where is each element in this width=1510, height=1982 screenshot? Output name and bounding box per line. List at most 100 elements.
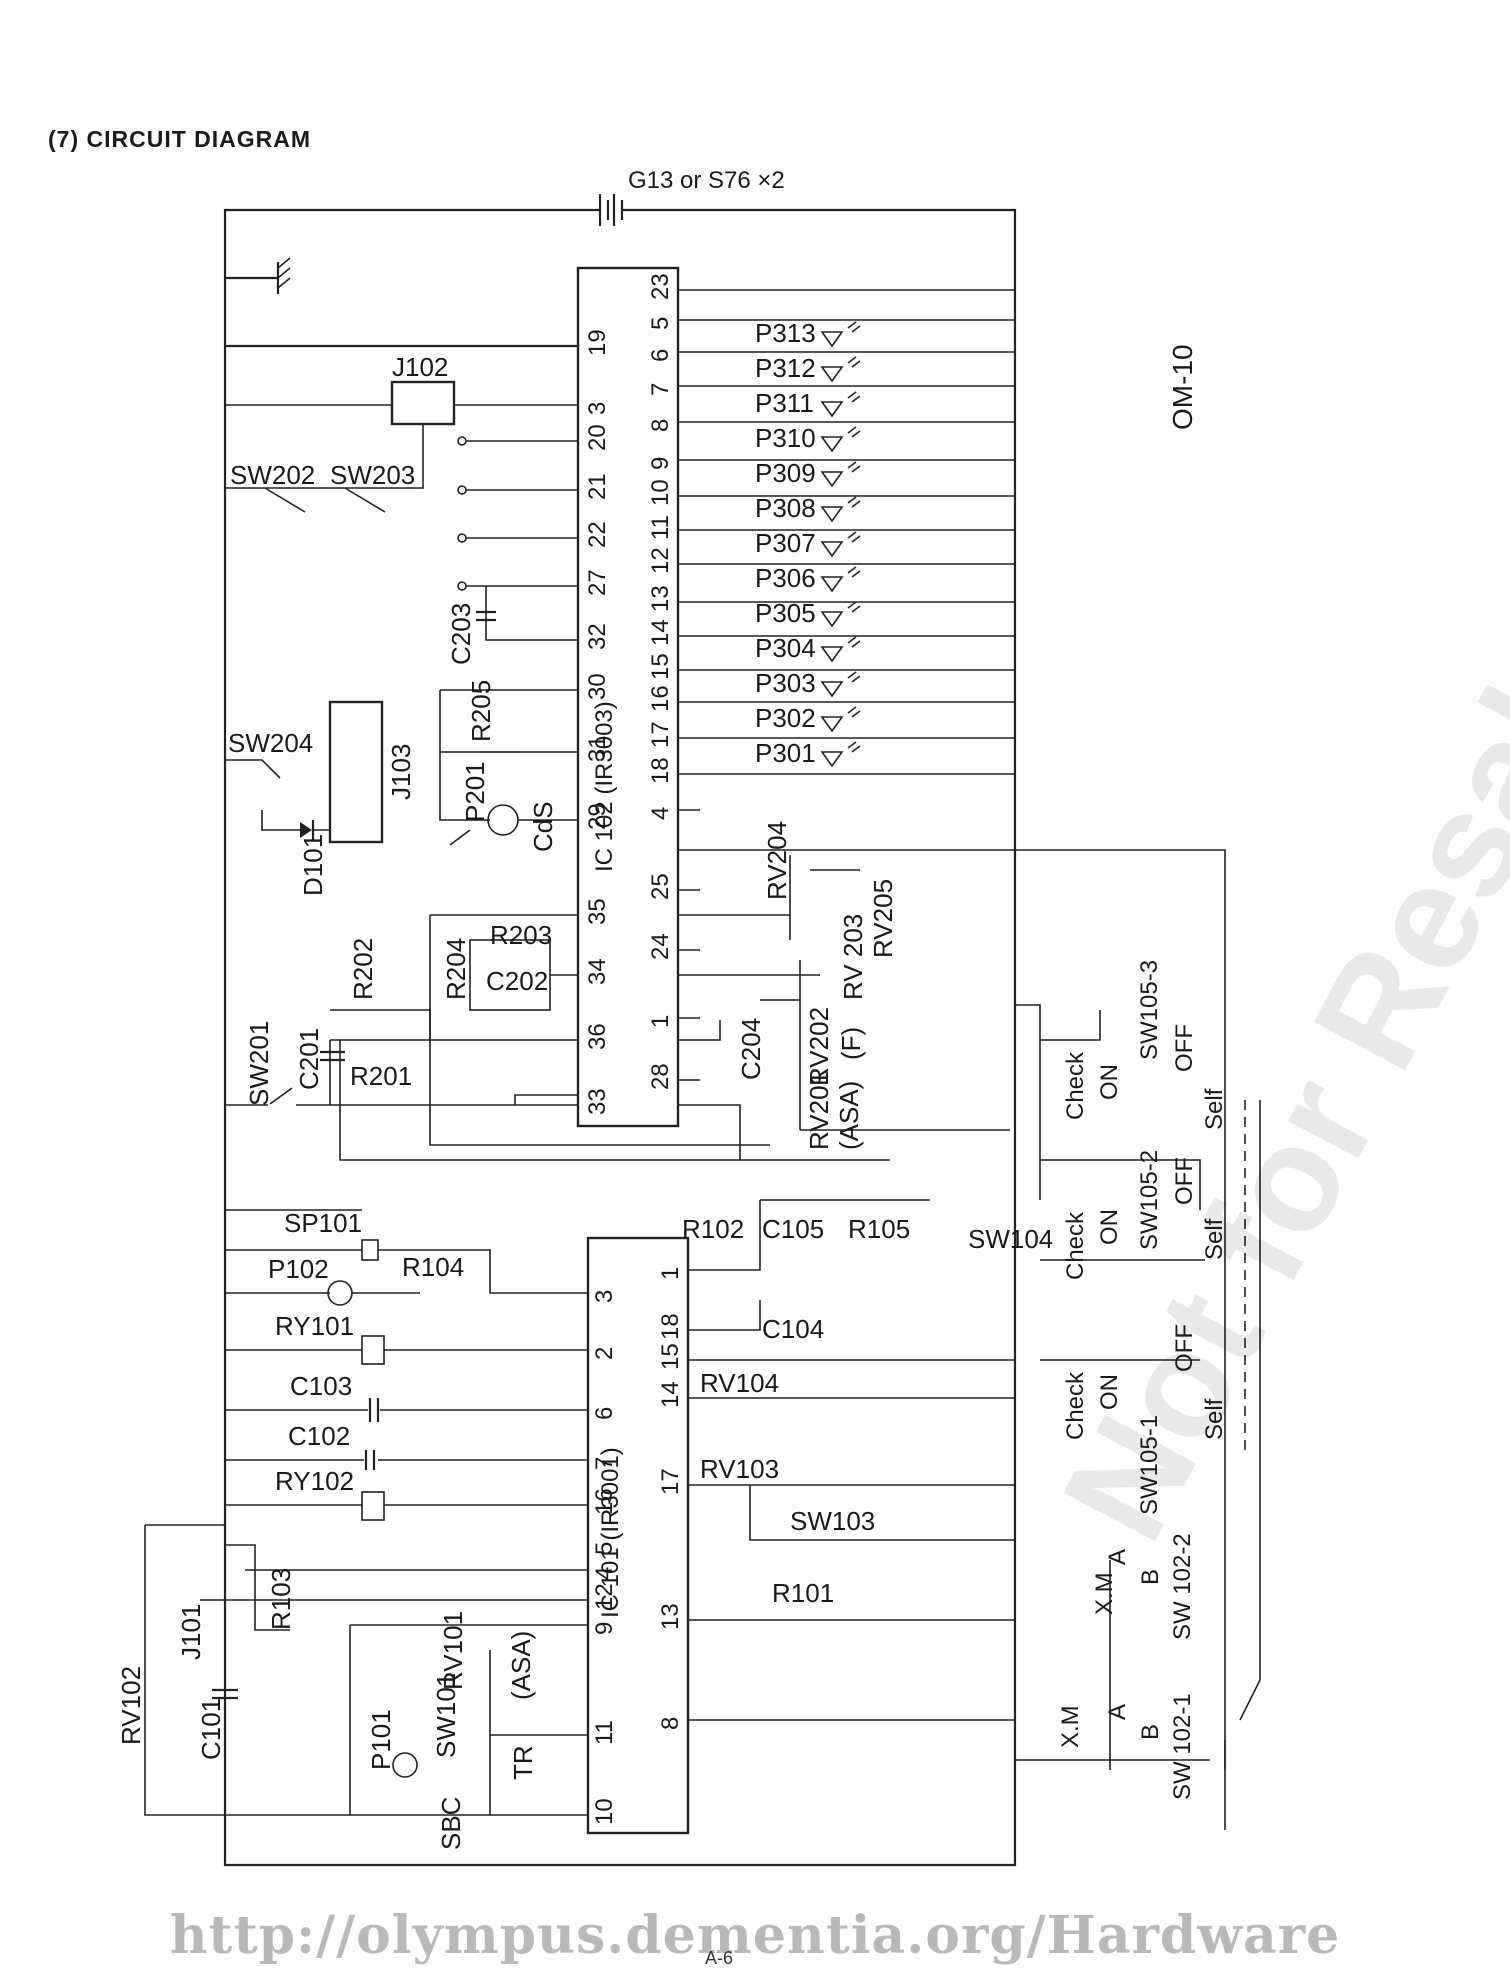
r102-label: R102: [682, 1214, 744, 1244]
sw105-2-label: SW105-2: [1136, 1150, 1163, 1250]
ic101-pin-bottom: 3: [591, 1290, 618, 1303]
rv205-label: RV205: [868, 879, 898, 958]
sw204-label: SW204: [228, 728, 313, 758]
r201-label: R201: [350, 1061, 412, 1091]
mode-switch-block: [1015, 1004, 1261, 1770]
led-label: P301: [755, 738, 816, 768]
adjust-network: [678, 849, 1226, 1830]
c204-label: C204: [736, 1018, 766, 1080]
ic101-pin-top: 18: [657, 1313, 684, 1340]
led-diode-icon: [820, 716, 844, 733]
model-label: OM-10: [1167, 344, 1198, 430]
sw102-1-label: SW 102-1: [1169, 1693, 1196, 1800]
xm-label-2: X.M: [1057, 1705, 1084, 1748]
check-label-2: Check: [1062, 1211, 1089, 1280]
ic102-pin-top: 14: [647, 619, 674, 646]
self-label-2: Self: [1201, 1218, 1228, 1260]
b-label-1: B: [1137, 1569, 1164, 1585]
diagram-heading: (7) CIRCUIT DIAGRAM: [48, 126, 312, 152]
ic102-pin-top: 12: [647, 547, 674, 574]
off-label-2: OFF: [1171, 1157, 1198, 1205]
light-arrow-icon: [847, 356, 861, 368]
f-label: (F): [836, 1027, 866, 1060]
ic102-label: IC 102 (IR3003): [591, 701, 618, 872]
ic102-pin-top: 13: [647, 585, 674, 612]
rv103-label: RV103: [700, 1454, 779, 1484]
ic101-pin-bottom: 4: [591, 1567, 618, 1580]
r203-label: R203: [490, 920, 552, 950]
ic101-left-network: [144, 1209, 588, 1816]
ic101-pin-bottom: 6: [591, 1407, 618, 1420]
rv202-label: RV202: [804, 1007, 834, 1086]
led-diode-icon: [820, 331, 844, 348]
ic101-pin-bottom: 12: [591, 1583, 618, 1610]
tr-label: TR: [508, 1745, 538, 1780]
check-label-3: Check: [1062, 1371, 1089, 1440]
p101-label: P101: [366, 1709, 396, 1770]
r204-label: R204: [441, 938, 471, 1000]
led-label: P307: [755, 528, 816, 558]
led-array: P313P312P311P310P309P308P307P306P305P304…: [755, 318, 861, 768]
led-diode-icon: [820, 541, 844, 558]
ic102-pin-bottom: 34: [584, 958, 611, 985]
r101-label: R101: [772, 1578, 834, 1608]
c104-label: C104: [762, 1314, 824, 1344]
ic102-pin-top: 25: [647, 873, 674, 900]
sw103-label: SW103: [790, 1506, 875, 1536]
asa2-label: (ASA): [506, 1631, 536, 1700]
led-diode-icon: [820, 506, 844, 523]
ic101-pin-bottom: 5: [591, 1542, 618, 1555]
self-label-3: Self: [1201, 1398, 1228, 1440]
ic102-pin-bottom: 27: [584, 569, 611, 596]
ry102-label: RY102: [275, 1466, 354, 1496]
led-label: P302: [755, 703, 816, 733]
ic102-body: [576, 266, 680, 1128]
off-label-3: OFF: [1171, 1324, 1198, 1372]
j103-label: J103: [386, 744, 416, 800]
led-label: P304: [755, 633, 816, 663]
j101-label: J101: [176, 1604, 206, 1660]
ic102-pin-top: 16: [647, 685, 674, 712]
rv203-label: RV 203: [838, 914, 868, 1000]
check-label-1: Check: [1062, 1051, 1089, 1120]
ic102-pin-top: 11: [647, 515, 674, 540]
d101-label: D101: [298, 834, 328, 896]
ic102-pin-top: 15: [647, 653, 674, 680]
c201-label: C201: [294, 1028, 324, 1090]
ic101-body: [586, 1236, 690, 1835]
led-label: P312: [755, 353, 816, 383]
ic101-pin-bottom: 2: [591, 1347, 618, 1360]
battery-label: G13 or S76 ×2: [628, 167, 785, 194]
sw203-label: SW203: [330, 460, 415, 490]
on-label-2: ON: [1096, 1209, 1123, 1245]
sw105-3-label: SW105-3: [1136, 960, 1163, 1060]
led-label: P308: [755, 493, 816, 523]
rv101-label: RV101: [438, 1611, 468, 1690]
footer-url: http://olympus.dementia.org/Hardware: [169, 1905, 1341, 1966]
ic102-pin-bottom: 35: [584, 898, 611, 925]
ic102-pin-top: 9: [647, 457, 674, 470]
ic102-pin-bottom: 29: [584, 803, 611, 830]
ic102-pin-bottom: 36: [584, 1023, 611, 1050]
ic102-pin-top: 28: [647, 1063, 674, 1090]
ic102-pin-top: 7: [647, 383, 674, 396]
led-diode-icon: [820, 751, 844, 768]
ic102-pin-top: 23: [647, 273, 674, 300]
ic102-pin-top: 17: [647, 721, 674, 748]
ic101-pin-bottom: 11: [591, 1720, 618, 1745]
light-arrow-icon: [847, 601, 861, 613]
ic102-pin-top: 18: [647, 757, 674, 784]
led-label: P305: [755, 598, 816, 628]
led-label: P311: [755, 388, 814, 418]
light-arrow-icon: [847, 566, 861, 578]
rv204-label: RV204: [762, 821, 792, 900]
ic102-pin-top: 4: [647, 807, 674, 820]
xm-label-1: X.M: [1091, 1572, 1118, 1615]
ic102-pin-bottom: 33: [584, 1088, 611, 1115]
ry101-label: RY101: [275, 1311, 354, 1341]
cds-label: CdS: [528, 801, 558, 852]
